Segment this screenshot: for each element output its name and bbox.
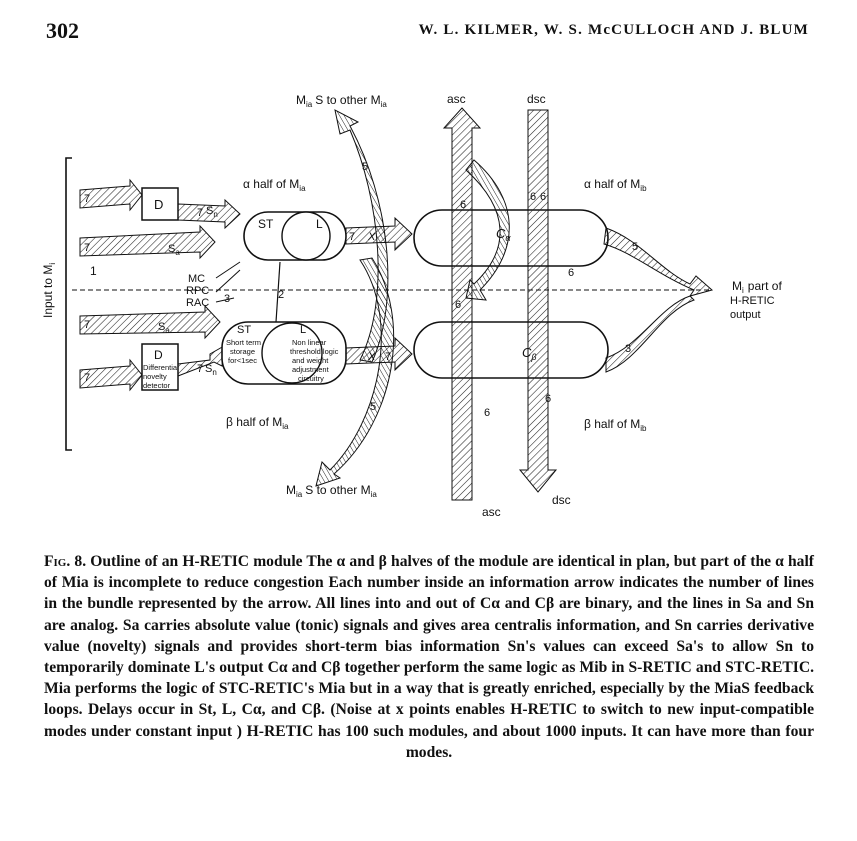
label-5-top: 5	[362, 161, 368, 173]
label-sa-bottom: Sa	[158, 321, 170, 335]
label-2: 2	[278, 289, 284, 301]
label-3-right: 3	[625, 343, 631, 355]
d-box-top	[141, 187, 179, 221]
asc-top-label: asc	[447, 92, 466, 106]
label-x-top: X	[367, 231, 376, 243]
diff-detector-line3: detector	[143, 381, 171, 390]
label-sn-top: Sn	[206, 205, 218, 219]
beta-half-ib-label: β half of Mib	[584, 417, 647, 433]
l-desc-5: circuitry	[298, 374, 324, 383]
label-6-g: 6	[545, 393, 551, 405]
st-desc-1: Short term	[226, 338, 261, 347]
l-desc-1: Non linear	[292, 338, 327, 347]
st-desc-3: for<1sec	[228, 356, 257, 365]
label-7-a: 7	[84, 193, 90, 205]
alpha-half-ia-label: α half of Mia	[243, 177, 306, 193]
page-number: 302	[46, 18, 79, 43]
dsc-top-label: dsc	[527, 92, 546, 106]
label-7-b: 7	[84, 242, 90, 254]
label-6-c: 6	[540, 191, 546, 203]
label-7-f: 7	[197, 363, 203, 375]
label-6-a: 6	[460, 199, 466, 211]
l-desc-3: and weight	[292, 356, 329, 365]
l-top-label: L	[316, 217, 323, 231]
label-mc: MC	[188, 273, 205, 285]
output-arrow-upper	[603, 227, 714, 297]
label-5-right: 5	[632, 241, 638, 253]
h-retic-figure: Input to Mi 1 7 7 7 7 7 7 Sa Sa Sn Sn D …	[41, 92, 782, 519]
l-desc-4: adjustment	[292, 365, 330, 374]
label-7-e: 7	[197, 207, 203, 219]
c-alpha-unit	[413, 209, 609, 267]
input-bracket	[65, 157, 72, 451]
output-arrow-lower	[605, 295, 695, 373]
label-7-c: 7	[84, 319, 90, 331]
label-6-d: 6	[455, 299, 461, 311]
label-6-e: 6	[568, 267, 574, 279]
input-label: Input to Mi	[41, 263, 57, 318]
label-sn-bottom: Sn	[205, 363, 217, 377]
label-7-g: 7	[349, 231, 355, 243]
alpha-half-ib-label: α half of Mib	[584, 177, 647, 193]
st-desc-2: storage	[230, 347, 255, 356]
figure-caption: Fig. 8. Outline of an H-RETIC module The…	[44, 551, 814, 763]
d-box-bottom-label: D	[154, 348, 163, 362]
diff-detector-line2: novelty	[143, 372, 167, 381]
label-rpc: RPC	[186, 285, 209, 297]
label-1: 1	[90, 264, 97, 278]
label-7-h: 7	[385, 351, 391, 363]
caption-fig-label: Fig. 8.	[44, 553, 87, 570]
d-box-top-label: D	[154, 197, 163, 212]
diff-detector-line1: Differential	[143, 363, 179, 372]
running-head-authors: W. L. KILMER, W. S. McCULLOCH AND J. BLU…	[418, 22, 809, 38]
label-6-f: 6	[484, 407, 490, 419]
caption-text: Outline of an H-RETIC module The α and β…	[44, 553, 814, 761]
asc-bottom-label: asc	[482, 505, 501, 519]
label-rac: RAC	[186, 297, 209, 309]
c-beta-unit	[413, 321, 609, 379]
page-header: 302 W. L. KILMER, W. S. McCULLOCH AND J.…	[46, 18, 809, 48]
output-label-3: output	[730, 309, 761, 321]
l-bottom-label: L	[300, 324, 306, 336]
label-3-left: 3	[224, 293, 230, 305]
input-arrows	[79, 178, 241, 392]
mias-arrow-down	[315, 257, 395, 487]
label-sa-top: Sa	[168, 243, 180, 257]
asc-dsc-arrows	[442, 107, 558, 501]
beta-half-ia-label: β half of Mia	[226, 415, 289, 431]
label-5-bottom: 5	[370, 401, 376, 413]
output-label-2: H-RETIC	[730, 295, 775, 307]
label-6-b: 6	[530, 191, 536, 203]
st-top-label: ST	[258, 217, 274, 231]
dsc-bottom-label: dsc	[552, 493, 571, 507]
st-bottom-label: ST	[237, 324, 251, 336]
label-7-d: 7	[84, 372, 90, 384]
d-box-bottom	[141, 343, 179, 391]
l-desc-2: threshold logic	[290, 347, 339, 356]
label-x-bottom: X	[367, 351, 376, 363]
